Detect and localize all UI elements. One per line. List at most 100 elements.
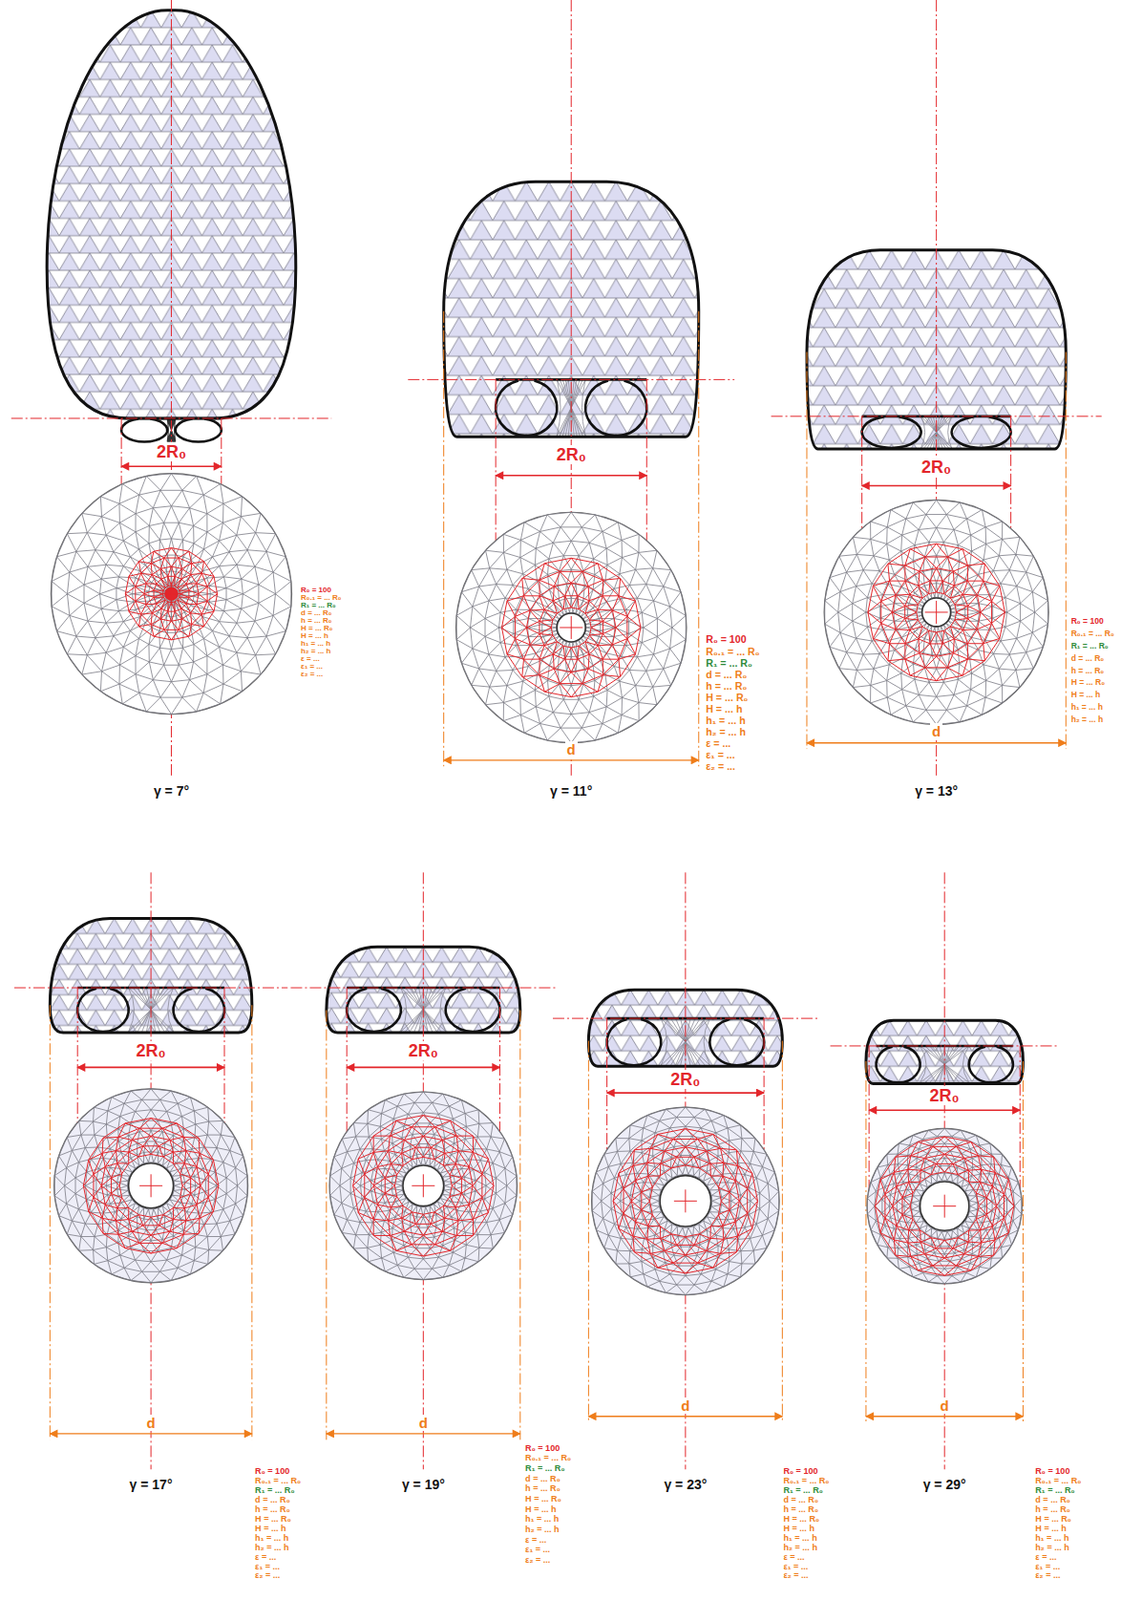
center-line: [697, 311, 699, 766]
center-line: [830, 1044, 1059, 1046]
plan-outline: [54, 1088, 249, 1283]
center-line: [865, 1060, 867, 1422]
dimension-arrow: [862, 485, 1012, 487]
parameter-line: ε = ...: [782, 1552, 804, 1562]
plan-mesh: [867, 1127, 1021, 1283]
center-cross: [411, 1173, 435, 1197]
plan-hole: [922, 597, 952, 627]
dimension-arrow: [121, 465, 222, 467]
torus-section: [876, 1046, 921, 1083]
parameter-line: h = ... R₀: [782, 1504, 819, 1514]
parameter-line: H = ... h: [1035, 1523, 1067, 1533]
dimension-label: d: [417, 1414, 430, 1431]
torus-section: [607, 1018, 662, 1065]
parameter-line: R₁ = ... R₀: [525, 1463, 565, 1473]
parameter-line: R₁ = ... R₀: [782, 1485, 823, 1495]
dimension-arrow: [326, 1432, 521, 1434]
parameter-line: ε₁ = ...: [525, 1544, 550, 1554]
parameter-line: ε₁ = ...: [1035, 1562, 1060, 1571]
parameter-line: R₀.₁ = ... R₀: [254, 1476, 301, 1485]
angle-label: γ = 23°: [661, 1476, 709, 1492]
plan-mesh: [592, 1106, 779, 1295]
parameter-line: H = ... R₀: [254, 1514, 292, 1523]
angle-label: γ = 29°: [921, 1476, 969, 1492]
center-line: [771, 415, 1102, 417]
plan-star-pattern: [353, 1115, 494, 1256]
parameter-line: d = ... R₀: [705, 669, 747, 680]
plan-outline: [867, 1127, 1022, 1283]
plan-mesh: [51, 473, 292, 715]
dimension-label: 2R₀: [928, 1085, 962, 1105]
parameter-line: H = ... h: [300, 632, 329, 640]
plan-outline: [50, 473, 292, 715]
parameter-line: ε = ...: [1035, 1552, 1057, 1562]
parameter-line: H = ... R₀: [300, 624, 333, 633]
parameter-line: h₂ = ... h: [254, 1543, 290, 1552]
torus-section: [121, 418, 168, 442]
center-cross: [674, 1188, 698, 1212]
dimension-label: 2R₀: [668, 1069, 702, 1089]
plan-outline: [592, 1106, 781, 1295]
parameter-line: R₀ = 100: [705, 634, 746, 645]
panel-figure: [14, 871, 288, 1469]
parameter-line: h₂ = ... h: [1035, 1543, 1070, 1552]
parameter-line: h₁ = ... h: [1035, 1533, 1069, 1543]
plan-outline: [824, 499, 1049, 724]
parameter-line: R₀.₁ = ... R₀: [1071, 629, 1115, 638]
center-line: [325, 1010, 327, 1440]
panel-figure: [407, 0, 735, 776]
parameter-line: h₁ = ... h: [782, 1533, 817, 1543]
plan-mesh: [330, 1091, 517, 1280]
center-line: [588, 1040, 590, 1423]
center-line: [782, 1040, 783, 1423]
plan-star-pattern: [867, 543, 1005, 680]
dimension-label: 2R₀: [554, 444, 589, 465]
dimension-arrow: [49, 1432, 253, 1434]
parameter-line: h₂ = ... h: [300, 647, 331, 656]
center-line: [519, 1010, 521, 1440]
parameter-line: h₁ = ... h: [1071, 702, 1103, 712]
parameter-line: h₁ = ... h: [525, 1514, 559, 1523]
dimension-label: d: [565, 740, 578, 758]
center-line: [14, 987, 288, 989]
parameter-line: h = ... R₀: [254, 1504, 291, 1514]
parameter-line: h = ... R₀: [1035, 1504, 1071, 1514]
plan-star-pattern: [874, 1136, 1014, 1275]
center-cross: [559, 615, 583, 639]
center-line: [290, 987, 556, 989]
center-line: [49, 1004, 51, 1439]
parameter-line: R₀.₁ = ... R₀: [1035, 1476, 1081, 1485]
panel-figure: [771, 0, 1102, 776]
torus-section: [445, 988, 501, 1032]
parameter-line: h₂ = ... h: [705, 726, 746, 738]
center-line: [11, 417, 332, 419]
parameter-line: R₀.₁ = ... R₀: [705, 646, 760, 657]
dimension-arrow: [607, 1091, 765, 1094]
torus-section: [585, 380, 647, 436]
parameter-line: h₂ = ... h: [782, 1543, 818, 1552]
center-line: [868, 1045, 870, 1206]
torus-section: [862, 416, 922, 448]
plan-hole: [556, 613, 586, 642]
torus-section: [969, 1046, 1014, 1083]
dimension-arrow: [806, 741, 1066, 743]
parameter-line: H = ... h: [1071, 690, 1101, 699]
angle-label: γ = 13°: [912, 782, 960, 799]
center-line: [1022, 1060, 1024, 1422]
parameter-line: h₂ = ... h: [1071, 715, 1103, 724]
torus-section: [495, 380, 557, 436]
center-line: [407, 379, 735, 381]
center-line: [552, 1017, 819, 1019]
center-line: [251, 1004, 253, 1439]
dimension-label: 2R₀: [919, 457, 953, 477]
parameter-line: h₁ = ... h: [300, 639, 331, 648]
parameter-line: h₁ = ... h: [705, 715, 745, 726]
parameter-line: R₀ = 100: [1035, 1466, 1070, 1476]
torus-section: [709, 1018, 764, 1065]
parameter-line: H = ... R₀: [705, 692, 748, 703]
parameter-line: R₀.₁ = ... R₀: [525, 1453, 572, 1462]
plan-hole: [920, 1181, 970, 1230]
parameter-line: ε = ...: [705, 738, 731, 749]
plan-star-pattern: [125, 548, 217, 640]
